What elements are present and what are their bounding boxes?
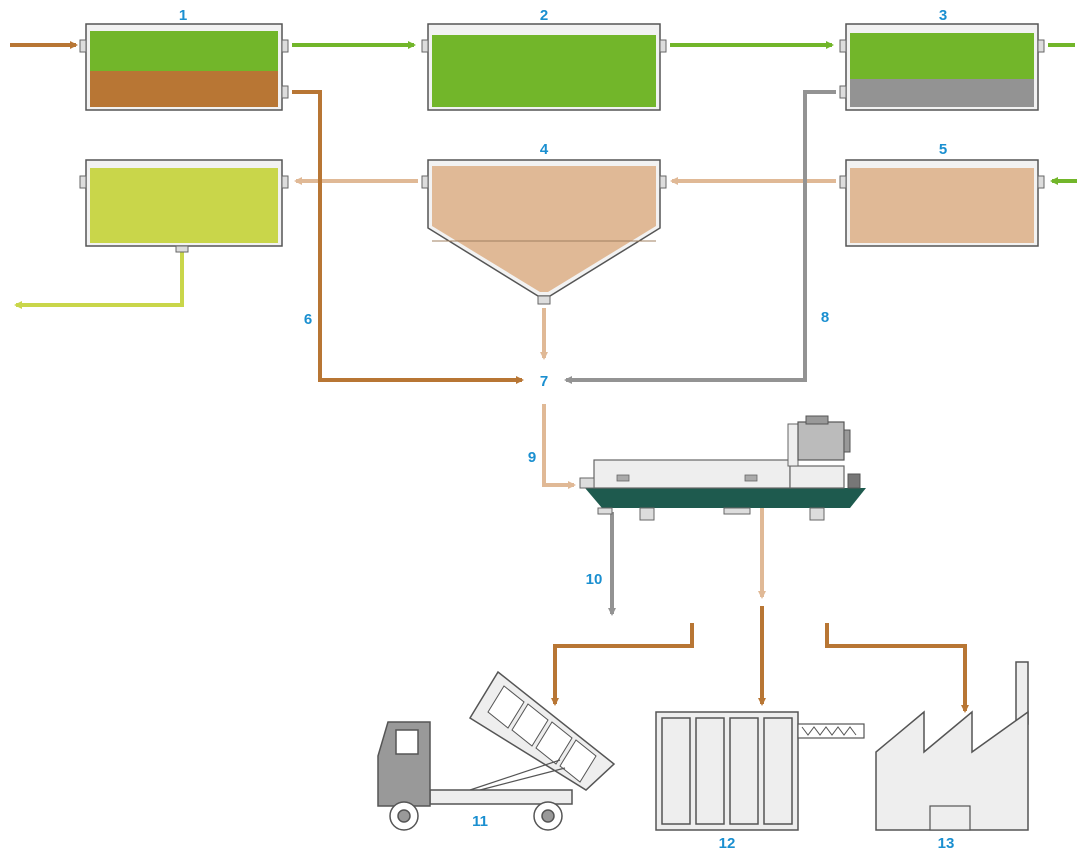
line-9	[542, 404, 576, 489]
label-13: 13	[938, 835, 955, 852]
line-6	[292, 90, 524, 384]
label-6: 6	[304, 311, 312, 328]
label-8: 8	[821, 309, 829, 326]
line-8	[564, 90, 836, 384]
flow-to-truck	[551, 623, 694, 706]
tank-4	[421, 159, 667, 305]
flow-lines	[10, 41, 1077, 713]
decanter-centrifuge	[579, 415, 866, 521]
clarifier-tank	[79, 159, 289, 253]
label-12: 12	[719, 835, 736, 852]
tank-3	[839, 23, 1045, 111]
label-2: 2	[540, 7, 548, 24]
labels: 1 2 3 4 5 6 7 8 9 10 11 12 13	[179, 7, 955, 852]
flow-to-factory	[825, 623, 969, 713]
label-1: 1	[179, 7, 187, 24]
label-7: 7	[540, 373, 548, 390]
tank-2	[421, 23, 667, 111]
tank-5	[839, 159, 1045, 247]
factory	[875, 661, 1029, 831]
label-11: 11	[472, 813, 488, 830]
label-9: 9	[528, 449, 536, 466]
clarifier-outflow	[14, 252, 184, 309]
tank-1	[79, 23, 289, 111]
storage-container	[655, 711, 865, 831]
dump-truck	[377, 670, 616, 831]
label-3: 3	[939, 7, 947, 24]
label-4: 4	[540, 141, 549, 158]
label-5: 5	[939, 141, 947, 158]
label-10: 10	[586, 571, 603, 588]
